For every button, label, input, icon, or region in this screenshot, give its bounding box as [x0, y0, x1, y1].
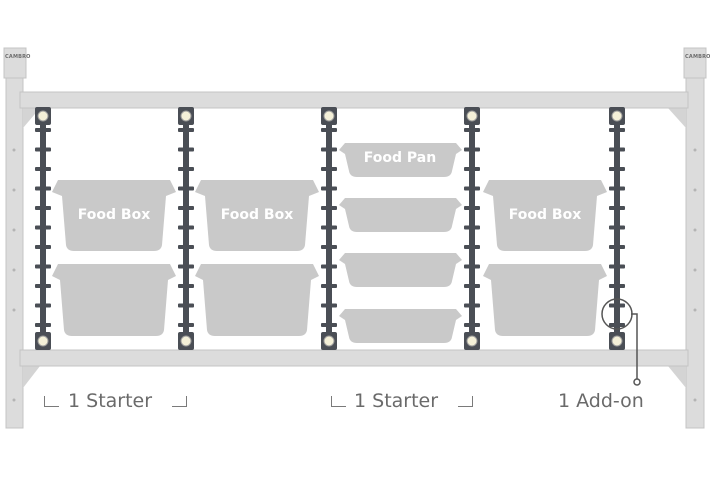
post-1	[35, 107, 51, 350]
food-box-bottom-3	[483, 264, 607, 336]
food-pan-1	[339, 143, 462, 177]
top-rail	[19, 91, 689, 109]
food-box-label-1: Food Box	[77, 207, 151, 223]
bin-group	[52, 143, 607, 343]
post-2	[178, 107, 194, 350]
post-5	[609, 107, 625, 350]
addon-callout	[601, 298, 641, 386]
bracket-starter-1-right	[172, 396, 187, 407]
label-starter-1: 1 Starter	[68, 390, 153, 412]
food-box-bottom-1	[52, 264, 176, 336]
food-box-label-3: Food Box	[508, 207, 582, 223]
post-group	[35, 107, 625, 350]
food-pan-label: Food Pan	[363, 150, 437, 166]
bracket-starter-1-left	[44, 396, 59, 407]
food-pan-2	[339, 198, 462, 232]
food-box-bottom-2	[195, 264, 319, 336]
post-4	[464, 107, 480, 350]
post-3	[321, 107, 337, 350]
food-pan-3	[339, 253, 462, 287]
food-box-top-3	[483, 180, 607, 251]
food-pan-4	[339, 309, 462, 343]
food-box-top-1	[52, 180, 176, 251]
left-upright	[3, 47, 40, 429]
label-starter-2: 1 Starter	[354, 390, 439, 412]
food-box-label-2: Food Box	[220, 207, 294, 223]
food-box-top-2	[195, 180, 319, 251]
bracket-starter-2-left	[331, 396, 346, 407]
label-addon: 1 Add-on	[558, 390, 644, 412]
logo-right: CAMBRO	[685, 54, 710, 60]
bottom-rail	[19, 349, 689, 367]
logo-left: CAMBRO	[5, 54, 31, 60]
right-upright	[668, 47, 707, 429]
bracket-starter-2-right	[458, 396, 473, 407]
